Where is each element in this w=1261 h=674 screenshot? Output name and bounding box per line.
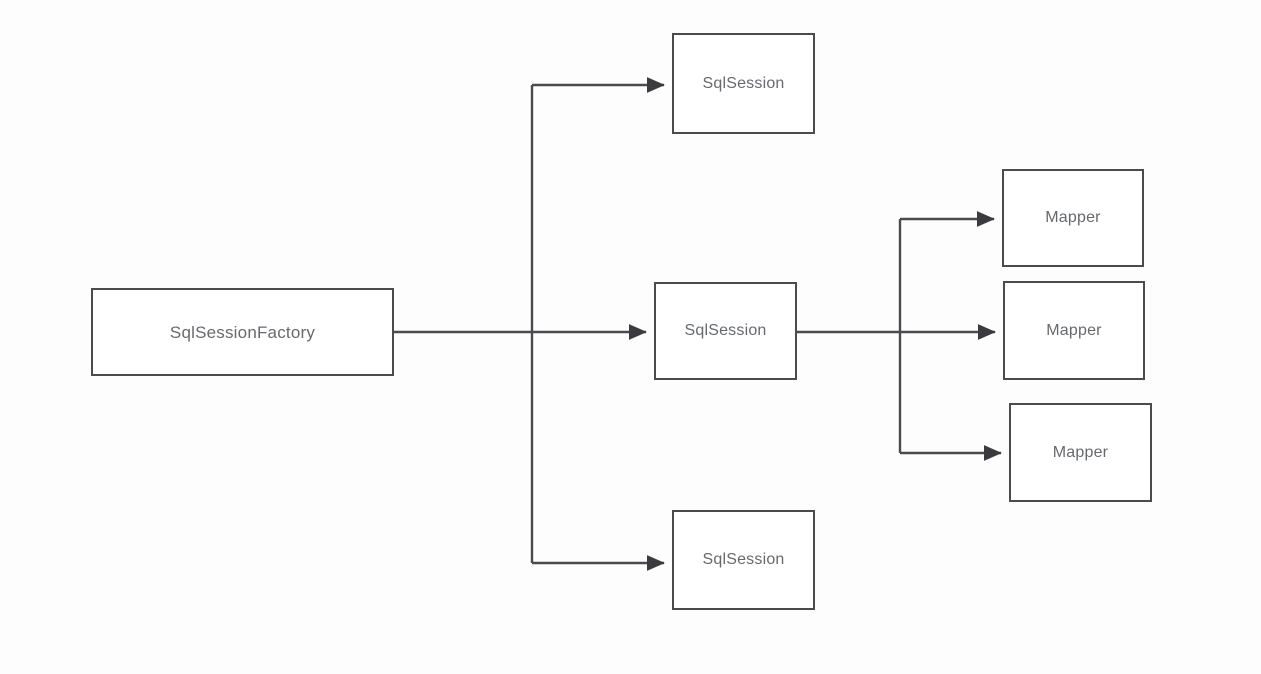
- node-label-mapper-bottom: Mapper: [1052, 443, 1109, 461]
- node-sqlsession-bottom[interactable]: SqlSession: [672, 510, 815, 610]
- node-sqlsessionfactory[interactable]: SqlSessionFactory: [91, 288, 394, 376]
- node-mapper-bottom[interactable]: Mapper: [1009, 403, 1152, 502]
- node-label-sqlsession-bottom: SqlSession: [702, 551, 785, 568]
- node-label-sqlsession-middle: SqlSession: [684, 322, 767, 339]
- node-label-mapper-top: Mapper: [1045, 209, 1101, 226]
- node-label-mapper-middle: Mapper: [1046, 321, 1102, 339]
- node-label-sqlsession-top: SqlSession: [702, 74, 785, 92]
- node-label-sqlsessionfactory: SqlSessionFactory: [169, 322, 316, 342]
- node-sqlsession-middle[interactable]: SqlSession: [654, 282, 797, 380]
- node-sqlsession-top[interactable]: SqlSession: [672, 33, 815, 134]
- node-mapper-middle[interactable]: Mapper: [1003, 281, 1145, 380]
- node-mapper-top[interactable]: Mapper: [1002, 169, 1144, 267]
